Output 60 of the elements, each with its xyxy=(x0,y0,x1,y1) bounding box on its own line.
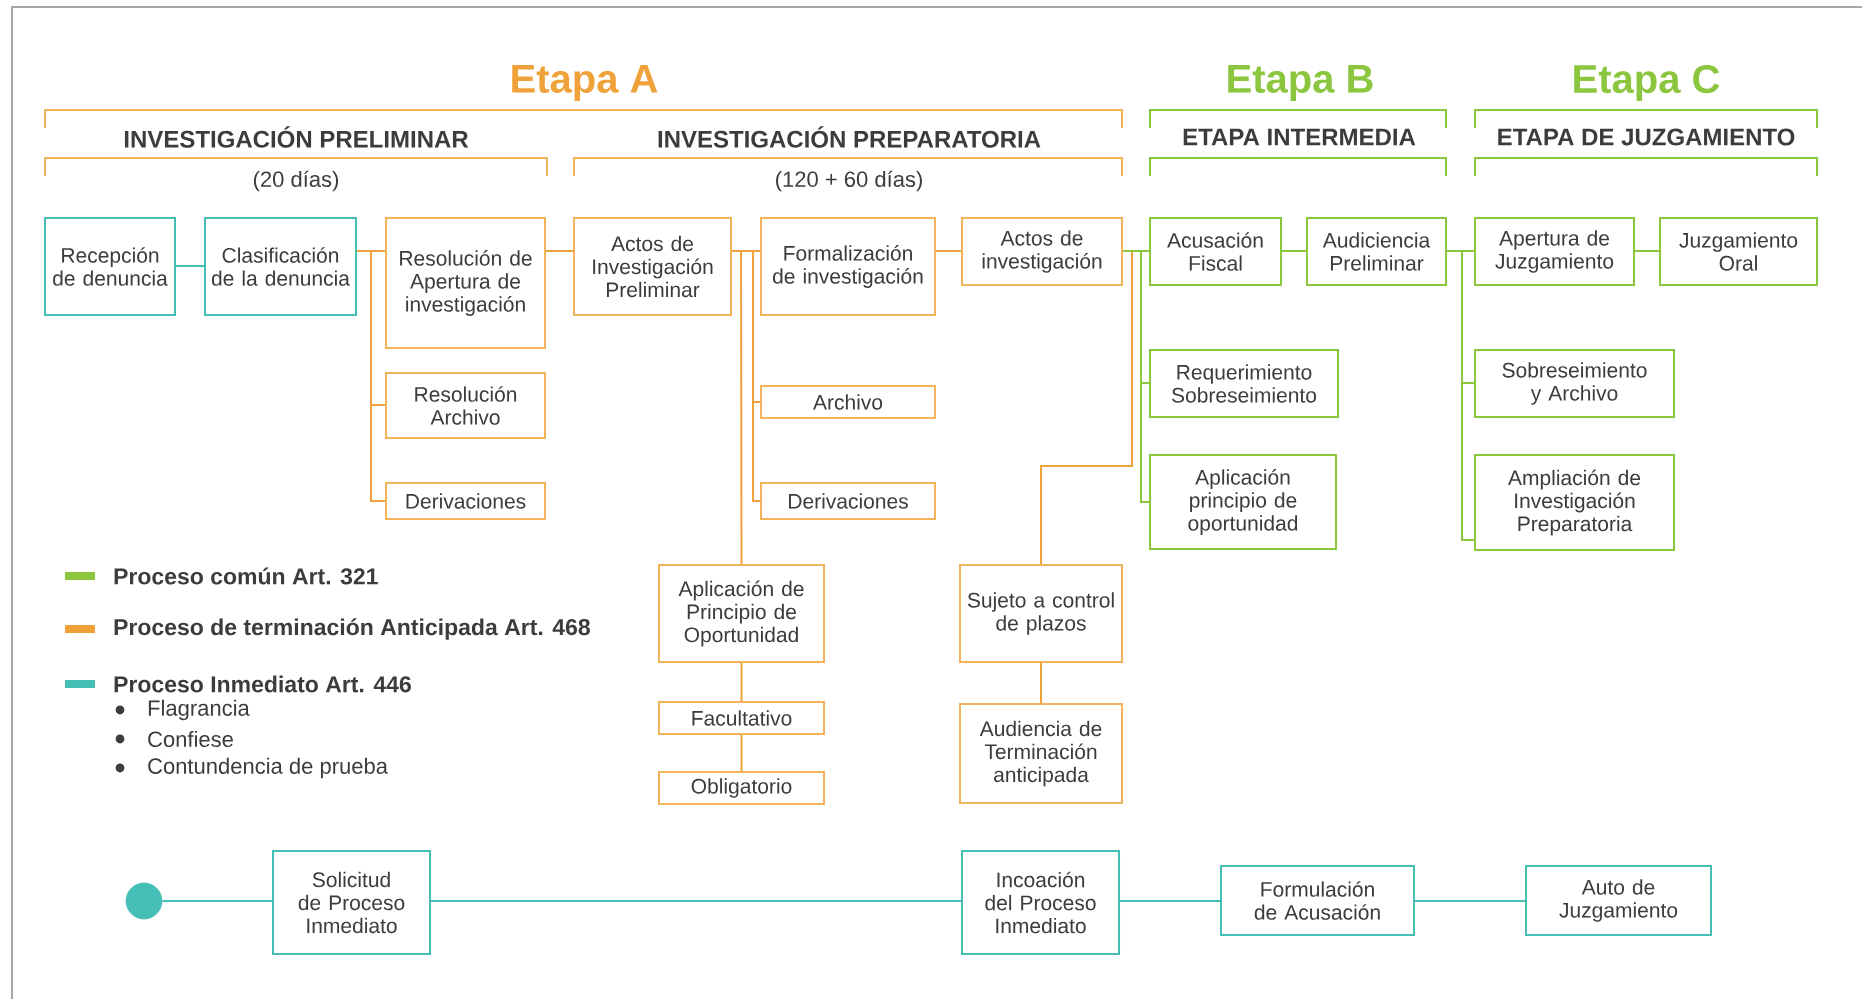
process-box: Actos de investigación xyxy=(961,217,1123,286)
phase-heading: ETAPA INTERMEDIA xyxy=(1183,128,1416,146)
process-box: Recepción de denuncia xyxy=(44,217,176,316)
process-box: Juzgamiento Oral xyxy=(1659,217,1818,286)
process-box: Actos de Investigación Preliminar xyxy=(573,217,732,316)
process-box: Aplicación principio de oportunidad xyxy=(1149,454,1337,550)
legend-text: Proceso de terminación Anticipada Art. 468 xyxy=(114,618,590,640)
bullet-item: Confiese xyxy=(148,730,233,748)
process-box: Aplicación de Principio de Oportunidad xyxy=(658,564,825,663)
process-box: Audiciencia Preliminar xyxy=(1306,217,1447,286)
process-box: Obligatorio xyxy=(658,771,825,805)
connector xyxy=(1040,250,1133,565)
bullet-item: Contundencia de prueba xyxy=(148,757,388,779)
connector xyxy=(1122,250,1150,503)
start-circle xyxy=(125,882,163,920)
process-box: Facultativo xyxy=(658,701,825,735)
process-box: Sobreseimiento y Archivo xyxy=(1474,349,1675,418)
connector xyxy=(731,250,743,565)
process-box: Resolución de Apertura de investigación xyxy=(385,217,546,349)
connector xyxy=(1414,900,1526,902)
connector xyxy=(430,900,962,902)
legend-text: Proceso Inmediato Art. 446 xyxy=(114,675,411,693)
process-box: Formulación de Acusación xyxy=(1220,865,1415,936)
connector xyxy=(1119,900,1221,902)
process-box: Ampliación de Investigación Preparatoria xyxy=(1474,454,1675,551)
process-box: Resolución Archivo xyxy=(385,372,546,439)
connector xyxy=(175,265,205,267)
legend-text: Proceso común Art. 321 xyxy=(114,567,378,585)
connector xyxy=(545,250,574,252)
connector xyxy=(161,900,273,902)
process-box: Acusación Fiscal xyxy=(1149,217,1282,286)
process-box: Archivo xyxy=(760,385,936,419)
phase-heading: INVESTIGACIÓN PRELIMINAR xyxy=(124,126,469,148)
connector xyxy=(356,250,386,502)
connector xyxy=(935,250,962,252)
process-box: Apertura de Juzgamiento xyxy=(1474,217,1635,286)
connector xyxy=(1446,250,1475,541)
process-box: Audiencia de Terminación anticipada xyxy=(959,703,1123,804)
process-box: Solicitud de Proceso Inmediato xyxy=(272,850,431,955)
bullet-item: Flagrancia xyxy=(148,699,250,721)
connector xyxy=(1634,250,1660,252)
process-box: Requerimiento Sobreseimiento xyxy=(1149,349,1339,418)
stage-title: Etapa B xyxy=(1228,65,1373,101)
process-box: Sujeto a control de plazos xyxy=(959,564,1123,663)
phase-heading: INVESTIGACIÓN PREPARATORIA xyxy=(658,126,1041,148)
connector xyxy=(740,662,743,702)
duration-label: (120 + 60 días) xyxy=(776,170,922,192)
duration-label: (20 días) xyxy=(253,170,338,192)
process-box: Auto de Juzgamiento xyxy=(1525,865,1712,936)
stage-title: Etapa C xyxy=(1574,64,1720,102)
connector xyxy=(1040,662,1042,704)
process-box: Incoación del Proceso Inmediato xyxy=(961,850,1120,955)
process-box: Formalización de investigación xyxy=(760,217,936,316)
connector xyxy=(740,734,743,772)
phase-heading: ETAPA DE JUZGAMIENTO xyxy=(1498,128,1795,146)
process-box: Derivaciones xyxy=(760,482,936,520)
stage-title: Etapa A xyxy=(512,65,658,101)
process-box: Clasificación de la denuncia xyxy=(204,217,357,316)
connector xyxy=(1281,250,1307,252)
process-box: Derivaciones xyxy=(385,482,546,520)
